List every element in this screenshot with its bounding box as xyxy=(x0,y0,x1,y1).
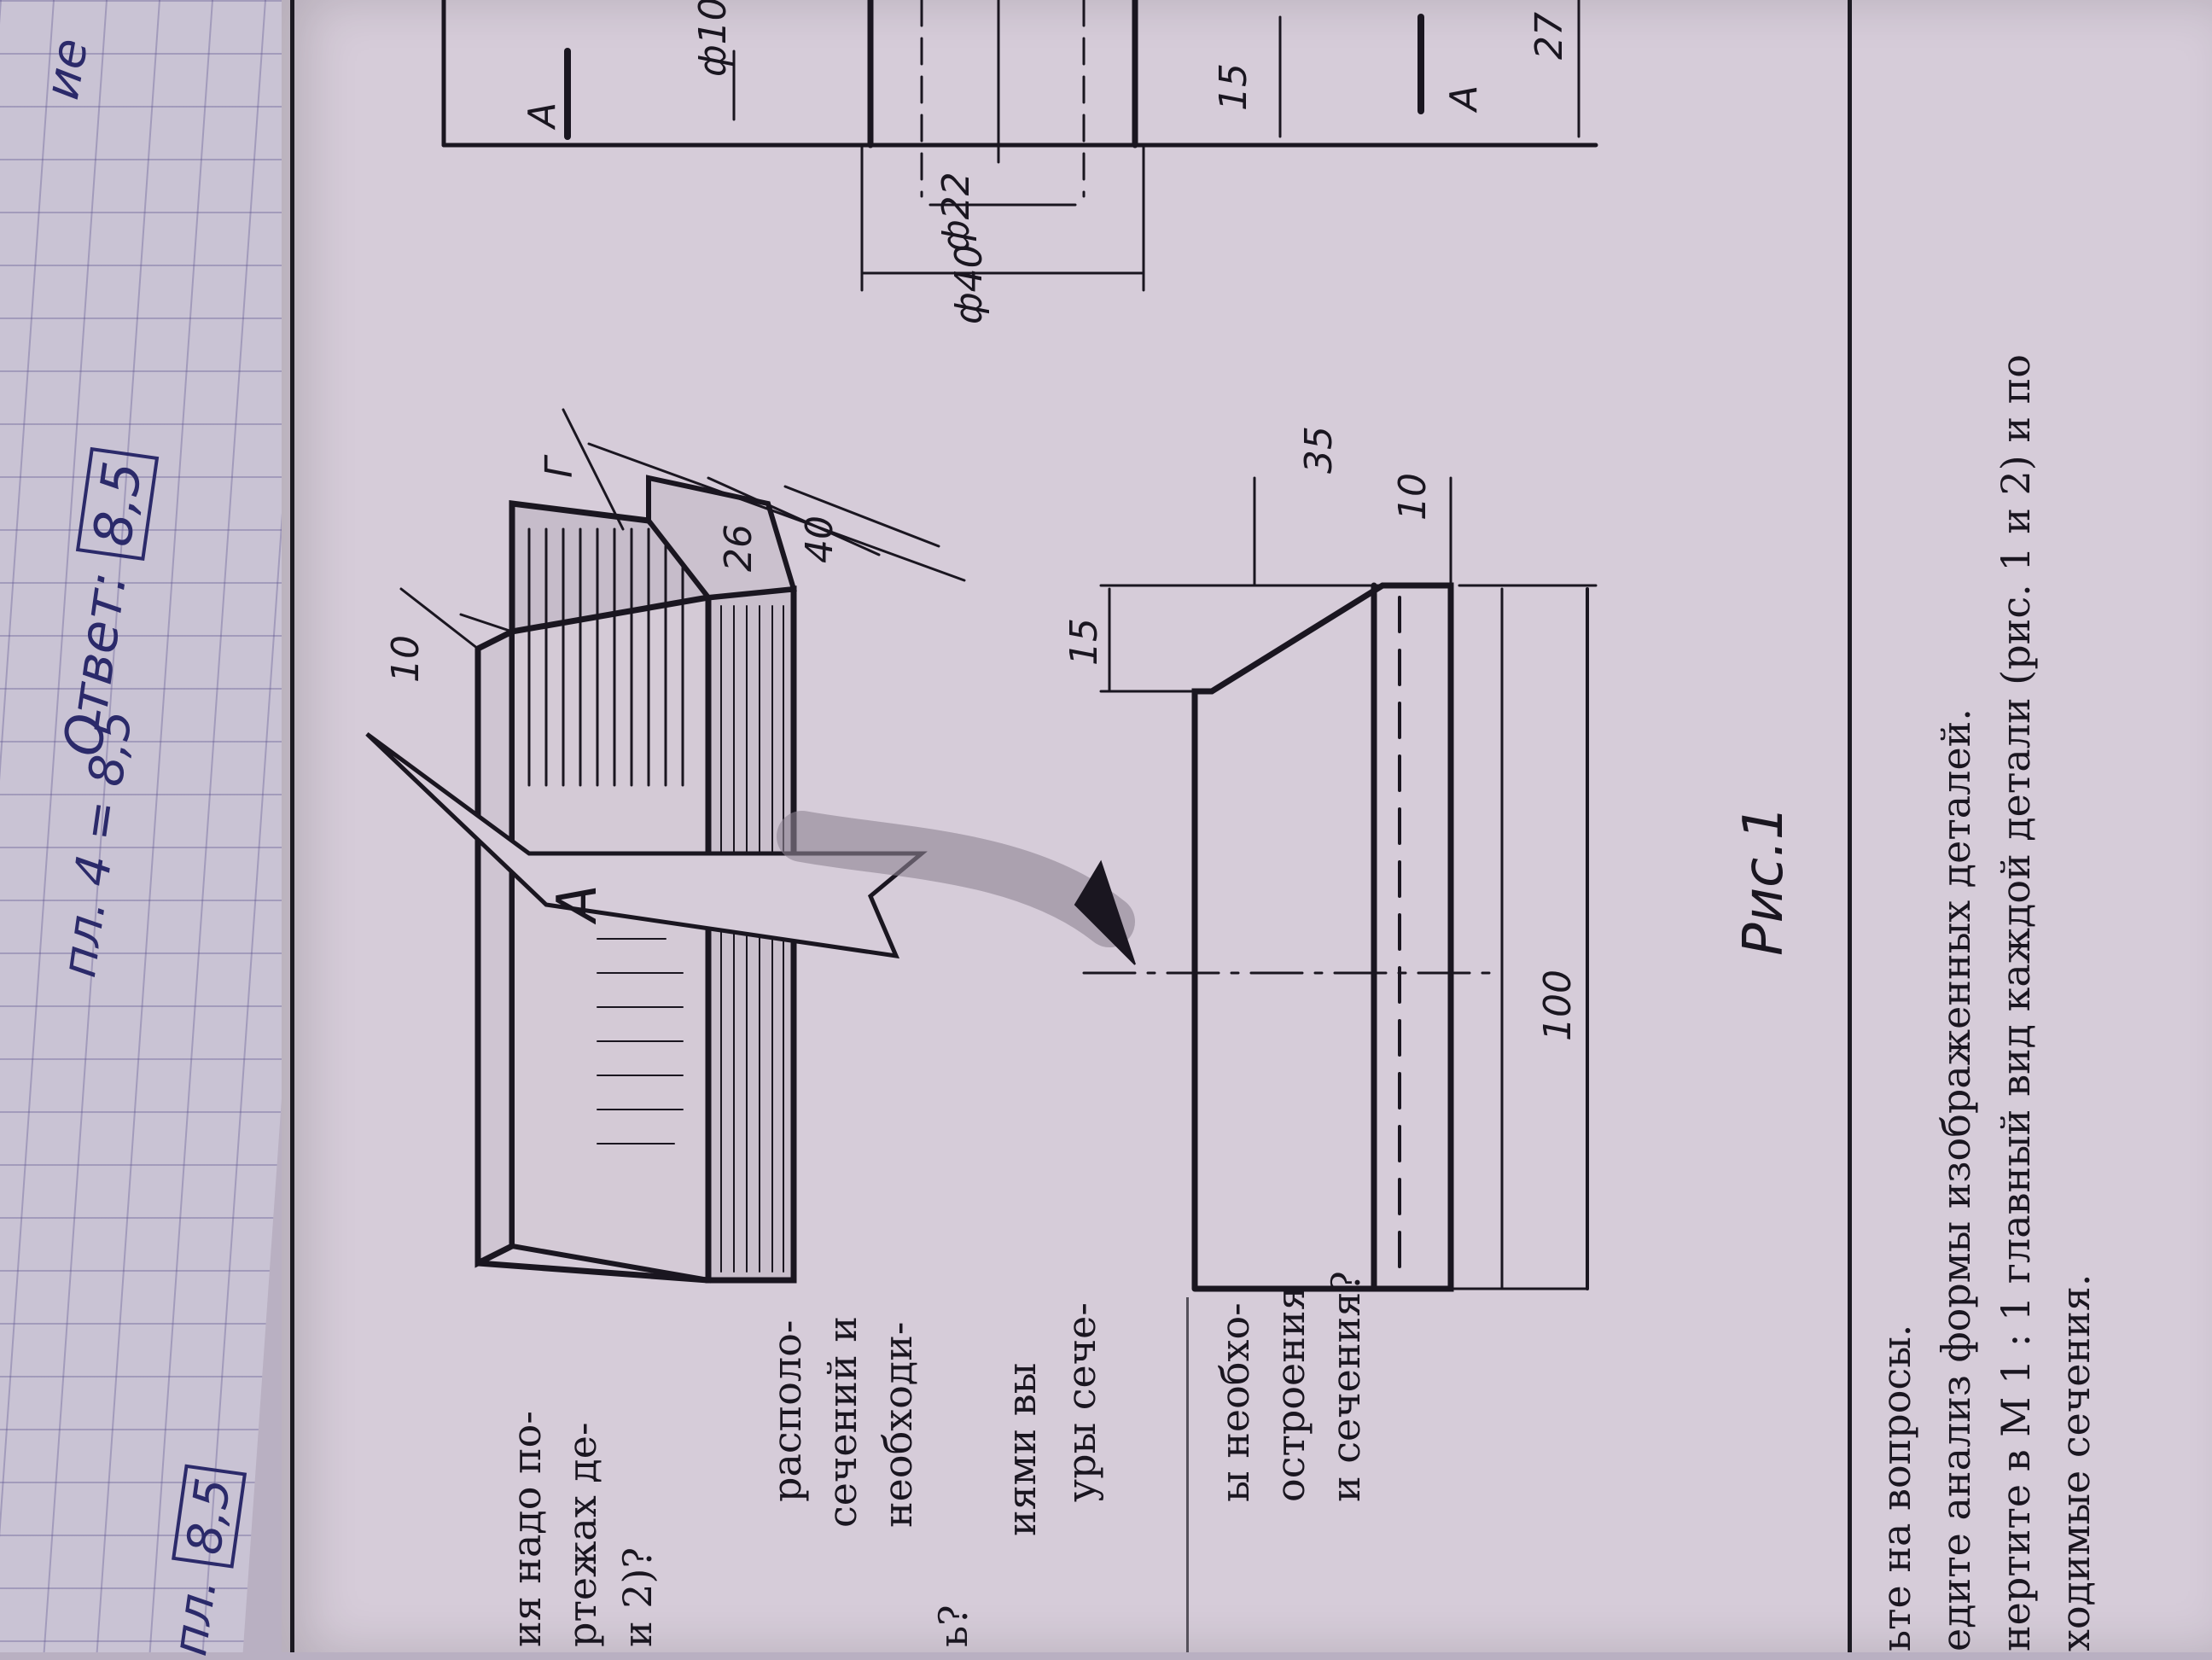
figure2-section-label-bottom: А xyxy=(1442,84,1486,111)
page-frame-right xyxy=(1848,0,1852,1652)
figure1-base-slab xyxy=(474,626,515,1268)
figure1-caption: Рис.1 xyxy=(1732,805,1796,956)
page-frame-text-divider xyxy=(1186,1297,1189,1652)
figure2-dim-d10: ф10 xyxy=(691,0,735,77)
figure2-partial-view xyxy=(441,0,1598,292)
figure2-section-label-top: А xyxy=(521,102,564,128)
figure2-dim-15: 15 xyxy=(1212,63,1255,111)
figure1-dim-g: Г xyxy=(538,457,581,478)
figure2-dim-d22: ф22 xyxy=(934,172,978,252)
figure1-dim-100: 100 xyxy=(1536,970,1580,1041)
figure2-dim-27: 27 xyxy=(1528,12,1571,60)
figure1-section-label: А xyxy=(546,884,609,922)
figure1-dim-10-iso: 10 xyxy=(384,635,428,683)
page-frame-left xyxy=(290,0,294,1652)
figure1-dim-40: 40 xyxy=(798,515,841,563)
figure1-dim-35: 35 xyxy=(1297,426,1341,474)
figure1-dim-15: 15 xyxy=(1062,618,1106,666)
figure1-section-plane xyxy=(365,731,928,959)
figure1-isometric-part xyxy=(365,408,1136,1284)
figure1-stipple-arrow xyxy=(777,811,1135,947)
figure1-main-view xyxy=(1082,476,1598,1292)
figure1-main-outline xyxy=(1191,582,1454,1292)
figure1-dim-26: 26 xyxy=(717,524,760,572)
figure2-dim-d40: ф40 xyxy=(947,244,991,324)
figure1-top-lug xyxy=(646,475,797,601)
figure1-dim-10: 10 xyxy=(1391,473,1435,521)
